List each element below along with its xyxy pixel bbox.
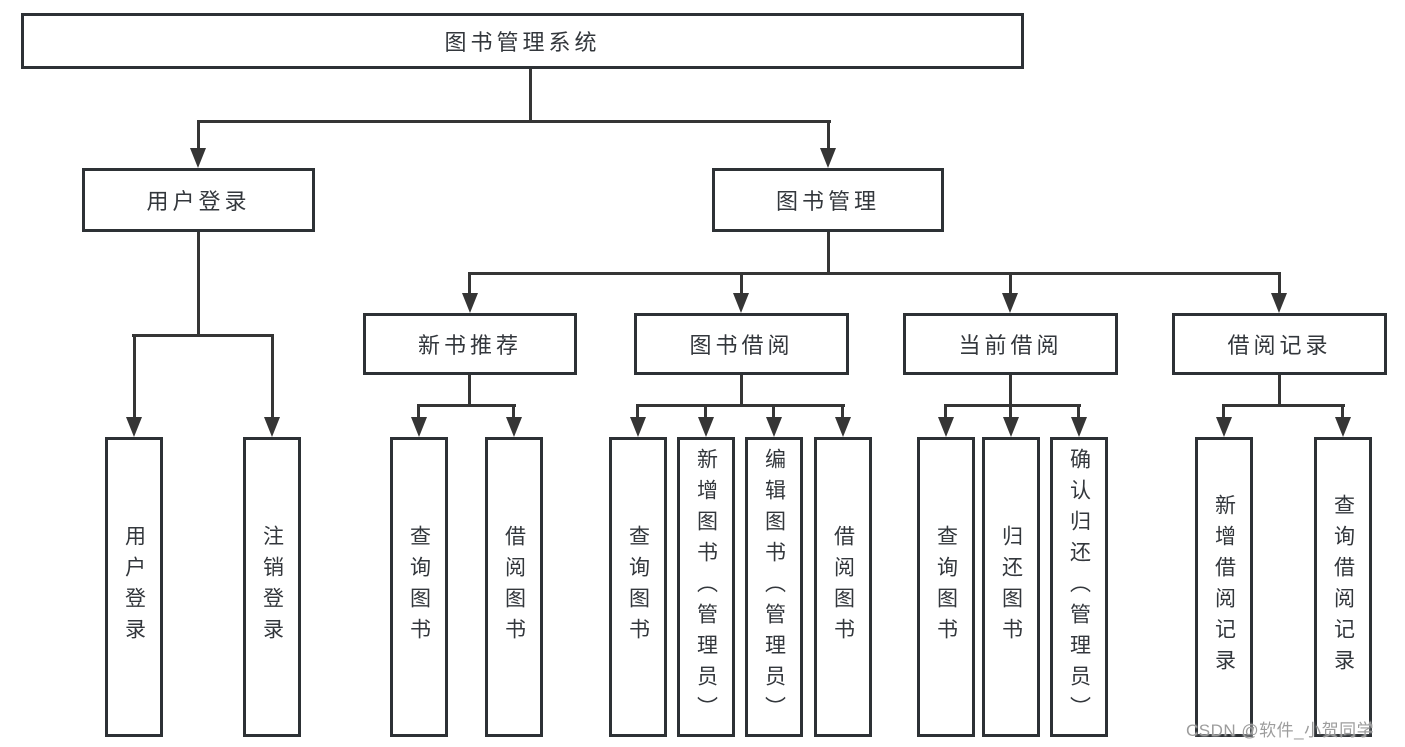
connector-vline [740, 272, 743, 294]
connector-hline [417, 404, 516, 407]
leaf-query-books-recommend-label: 查询图书 [407, 525, 431, 649]
leaf-logout-label: 注销登录 [260, 525, 284, 649]
node-library-system: 图书管理系统 [21, 13, 1024, 69]
arrowhead-down-icon [506, 417, 522, 437]
node-book-borrowing: 图书借阅 [634, 313, 849, 375]
arrowhead-down-icon [126, 417, 142, 437]
connector-hline [468, 272, 1281, 275]
connector-vline [1009, 272, 1012, 294]
connector-vline [271, 334, 274, 418]
leaf-borrow-books-recommend-label: 借阅图书 [502, 525, 526, 649]
connector-vline [197, 120, 200, 149]
connector-hline [197, 120, 831, 123]
connector-vline [1077, 404, 1080, 418]
arrowhead-down-icon [1335, 417, 1351, 437]
node-library-system-label: 图书管理系统 [444, 30, 601, 55]
arrowhead-down-icon [190, 148, 206, 168]
node-new-book-recommend-label: 新书推荐 [417, 333, 522, 358]
arrowhead-down-icon [835, 417, 851, 437]
node-current-borrowing-label: 当前借阅 [958, 333, 1063, 358]
node-current-borrowing: 当前借阅 [903, 313, 1118, 375]
leaf-query-borrow-record-label: 查询借阅记录 [1331, 494, 1355, 680]
arrowhead-down-icon [264, 417, 280, 437]
arrowhead-down-icon [766, 417, 782, 437]
leaf-borrow-books-recommend: 借阅图书 [485, 437, 543, 737]
leaf-borrow-books-borrowing: 借阅图书 [814, 437, 872, 737]
connector-vline [636, 404, 639, 418]
leaf-query-books-current-label: 查询图书 [934, 525, 958, 649]
connector-vline [1341, 404, 1344, 418]
connector-vline [1222, 404, 1225, 418]
connector-vline [1278, 375, 1281, 406]
leaf-edit-books-admin: 编辑图书（管理员） [745, 437, 803, 737]
node-new-book-recommend: 新书推荐 [363, 313, 577, 375]
connector-vline [944, 404, 947, 418]
connector-hline [944, 404, 1081, 407]
leaf-confirm-return-admin: 确认归还（管理员） [1050, 437, 1108, 737]
connector-vline [827, 232, 830, 274]
leaf-borrow-books-borrowing-label: 借阅图书 [831, 525, 855, 649]
leaf-user-login-label: 用户登录 [122, 525, 146, 649]
node-user-login-label: 用户登录 [146, 189, 251, 214]
connector-vline [417, 404, 420, 418]
leaf-edit-books-admin-label: 编辑图书（管理员） [762, 447, 786, 727]
connector-vline [1009, 404, 1012, 418]
connector-vline [841, 404, 844, 418]
leaf-query-books-current: 查询图书 [917, 437, 975, 737]
leaf-confirm-return-admin-label: 确认归还（管理员） [1067, 447, 1091, 727]
arrowhead-down-icon [1271, 293, 1287, 313]
leaf-return-books: 归还图书 [982, 437, 1040, 737]
leaf-add-borrow-record-label: 新增借阅记录 [1212, 494, 1236, 680]
arrowhead-down-icon [698, 417, 714, 437]
arrowhead-down-icon [1003, 417, 1019, 437]
arrowhead-down-icon [1002, 293, 1018, 313]
connector-vline [468, 375, 471, 406]
leaf-logout: 注销登录 [243, 437, 301, 737]
connector-vline [197, 232, 200, 336]
connector-vline [529, 69, 532, 123]
connector-vline [1009, 375, 1012, 406]
connector-hline [132, 334, 274, 337]
connector-hline [636, 404, 845, 407]
connector-vline [704, 404, 707, 418]
connector-vline [133, 334, 136, 418]
connector-vline [512, 404, 515, 418]
node-borrow-records: 借阅记录 [1172, 313, 1387, 375]
connector-vline [740, 375, 743, 406]
connector-hline [1222, 404, 1345, 407]
connector-vline [1278, 272, 1281, 294]
watermark: CSDN @软件_小贺同学 [1186, 721, 1375, 740]
arrowhead-down-icon [630, 417, 646, 437]
arrowhead-down-icon [820, 148, 836, 168]
arrowhead-down-icon [1071, 417, 1087, 437]
connector-vline [827, 120, 830, 149]
leaf-query-borrow-record: 查询借阅记录 [1314, 437, 1372, 737]
arrowhead-down-icon [733, 293, 749, 313]
leaf-query-books-borrowing-label: 查询图书 [626, 525, 650, 649]
arrowhead-down-icon [1216, 417, 1232, 437]
leaf-add-books-admin: 新增图书（管理员） [677, 437, 735, 737]
leaf-add-borrow-record: 新增借阅记录 [1195, 437, 1253, 737]
arrowhead-down-icon [462, 293, 478, 313]
node-borrow-records-label: 借阅记录 [1227, 333, 1332, 358]
leaf-query-books-borrowing: 查询图书 [609, 437, 667, 737]
leaf-add-books-admin-label: 新增图书（管理员） [694, 447, 718, 727]
arrowhead-down-icon [411, 417, 427, 437]
connector-vline [772, 404, 775, 418]
node-book-borrowing-label: 图书借阅 [689, 333, 794, 358]
connector-vline [468, 272, 471, 294]
leaf-query-books-recommend: 查询图书 [390, 437, 448, 737]
node-book-management-label: 图书管理 [775, 189, 880, 214]
node-user-login: 用户登录 [82, 168, 315, 232]
arrowhead-down-icon [938, 417, 954, 437]
leaf-user-login: 用户登录 [105, 437, 163, 737]
leaf-return-books-label: 归还图书 [999, 525, 1023, 649]
node-book-management: 图书管理 [712, 168, 944, 232]
